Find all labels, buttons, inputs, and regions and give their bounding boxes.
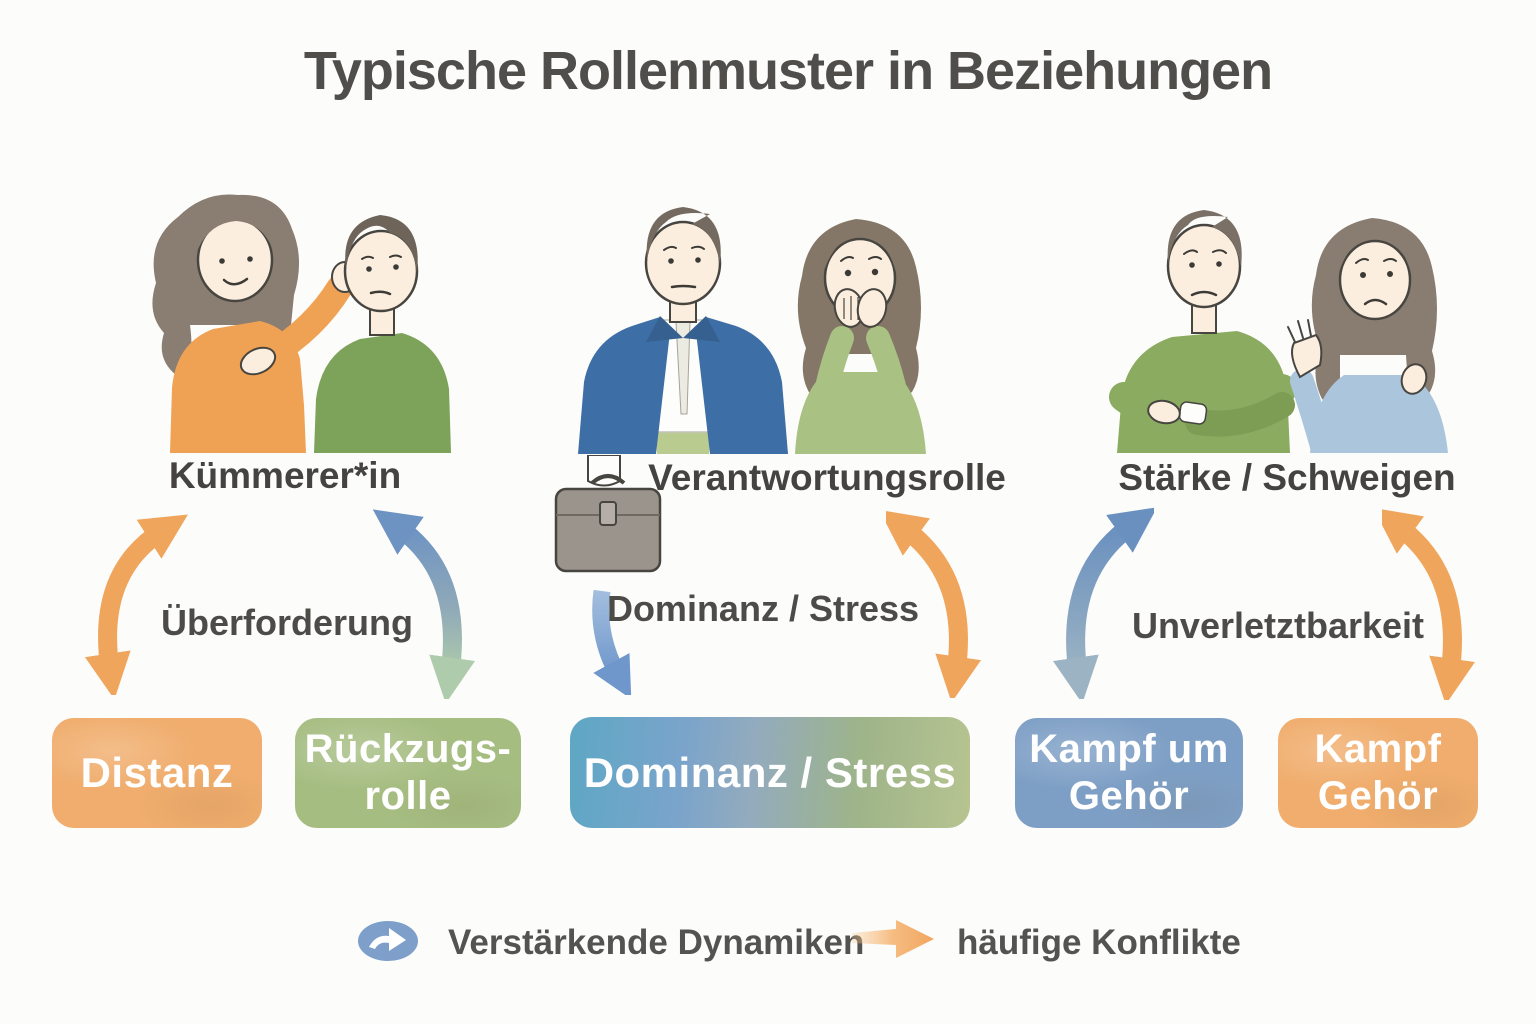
dynamic-label-unverletztbarkeit: Unverletztbarkeit (1131, 605, 1425, 646)
figure-silent-man (1109, 210, 1297, 453)
illustration-silence-pair (1109, 210, 1448, 453)
box-text: Kampf um (1029, 727, 1229, 771)
dynamic-label-line1: Dominanz (606, 588, 779, 629)
box-text: Gehör (1317, 774, 1439, 818)
outcome-box-rueckzugsrolle: Rückzugs- rolle (295, 718, 521, 828)
outcome-box-kampf-um-gehoer: Kampf um Gehör (1015, 718, 1243, 828)
pair-label-verantwortung: Verantwortungsrolle (648, 457, 1006, 498)
conflict-arrow-middle-icon (886, 509, 982, 698)
figure-responsibility-man (578, 207, 788, 454)
reinforcing-arrow-right-icon (1053, 507, 1154, 699)
box-text: Gehör (1068, 774, 1190, 818)
box-text: Dominanz / Stress (583, 748, 957, 796)
outcome-box-kampf-gehoer: Kampf Gehör (1278, 718, 1478, 828)
reinforcing-arrow-down-icon (592, 589, 632, 695)
outcome-box-dominanz-stress: Dominanz / Stress (570, 717, 970, 828)
dynamic-label-line2: / Stress (788, 588, 920, 629)
box-text: Kampf (1314, 727, 1442, 771)
legend-label-conflict: häufige Konflikte (957, 923, 1241, 962)
outcome-box-distanz: Distanz (52, 718, 262, 828)
figure-pleading-woman (1287, 218, 1448, 453)
dynamic-label-ueberforderung: Überforderung (161, 602, 413, 643)
reinforcing-arrow-left-icon (372, 509, 475, 699)
box-text: rolle (364, 774, 452, 818)
illustration-responsibility-pair (578, 207, 926, 454)
conflict-arrow-left-icon (84, 514, 188, 695)
legend-label-reinforcing: Verstärkende Dynamiken (448, 923, 865, 962)
dynamic-label-dominanz-stress: Dominanz / Stress (607, 585, 919, 633)
reinforcing-legend-icon (358, 921, 418, 961)
box-text: Distanz (80, 749, 234, 796)
box-text: Rückzugs- (304, 727, 512, 771)
conflict-legend-icon (852, 920, 934, 958)
conflict-arrow-right-icon (1382, 507, 1475, 700)
briefcase-icon (554, 455, 662, 573)
page-title: Typische Rollenmuster in Beziehungen (303, 41, 1273, 101)
pair-label-kuemmerer: Kümmerer*in (168, 455, 402, 496)
pair-label-staerke-schweigen: Stärke / Schweigen (1118, 457, 1456, 498)
illustration-caregiver-pair (152, 194, 451, 453)
figure-cared-man (314, 215, 451, 453)
figure-worried-woman (795, 219, 926, 454)
